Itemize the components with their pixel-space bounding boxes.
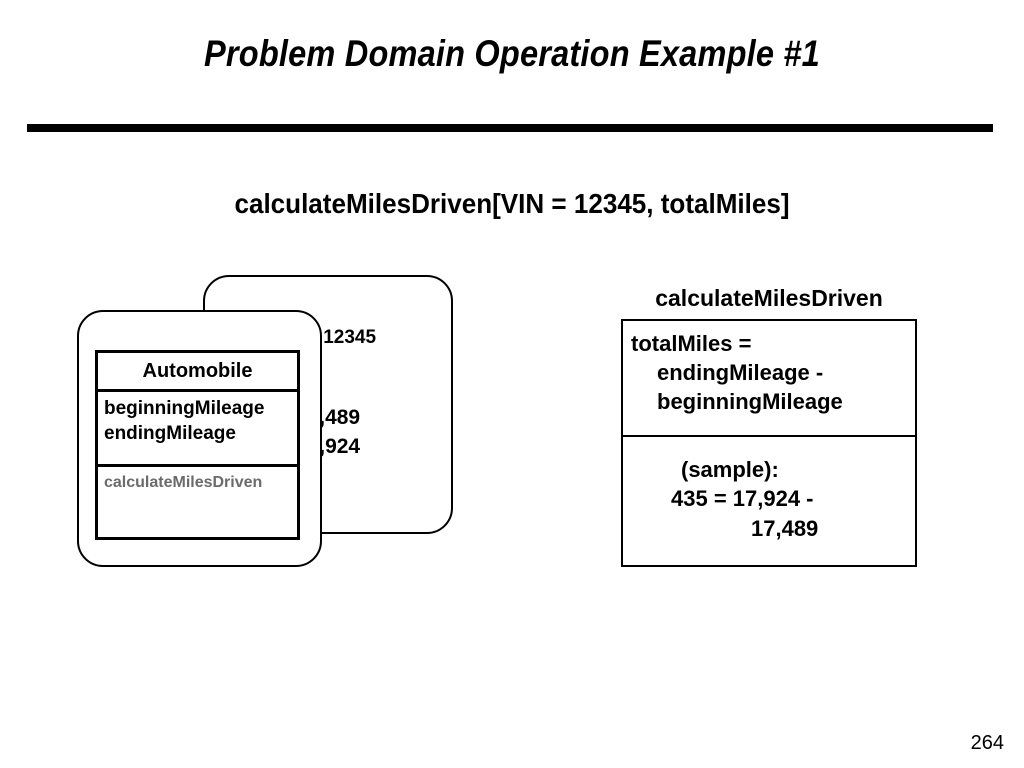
class-name: Automobile — [98, 353, 297, 392]
operation-signature: calculateMilesDriven[VIN = 12345, totalM… — [234, 188, 790, 219]
class-attribute-ending-mileage: endingMileage — [104, 423, 236, 445]
class-box: Automobile beginningMileage endingMileag… — [95, 350, 300, 540]
page-title: Problem Domain Operation Example #1 — [204, 33, 820, 74]
class-attribute-beginning-mileage: beginningMileage — [104, 398, 265, 419]
operation-spec-box: totalMiles = endingMileage - beginningMi… — [621, 319, 917, 567]
sample-line-3: 17,489 — [751, 515, 819, 541]
page-number: 264 — [970, 732, 1004, 754]
operation-sample-compartment: (sample): 435 = 17,924 - 17,489 — [623, 437, 915, 543]
class-attributes-compartment: beginningMileage endingMileage — [98, 392, 297, 467]
title-divider — [27, 124, 993, 132]
formula-line-3: beginningMileage — [657, 389, 843, 415]
operation-spec-label: calculateMilesDriven — [655, 285, 883, 311]
sample-line-1: (sample): — [681, 457, 779, 482]
class-operation-calculate-miles-driven: calculateMilesDriven — [104, 474, 263, 491]
formula-line-1: totalMiles = — [631, 331, 752, 356]
class-operations-compartment: calculateMilesDriven — [98, 467, 297, 494]
operation-formula-compartment: totalMiles = endingMileage - beginningMi… — [623, 321, 915, 437]
sample-line-2: 435 = 17,924 - — [671, 486, 814, 512]
formula-line-2: endingMileage - — [657, 360, 824, 386]
